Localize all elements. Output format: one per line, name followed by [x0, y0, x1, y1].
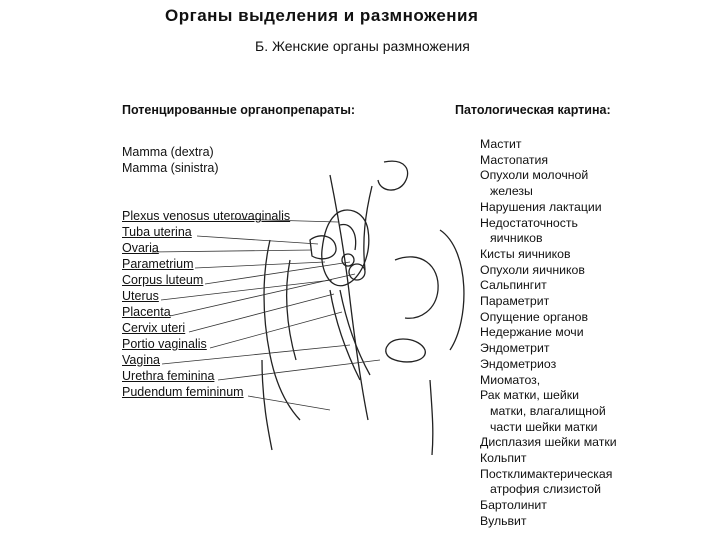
pathology-item: Бартолинит — [480, 498, 547, 513]
leader-line — [204, 261, 351, 285]
leader-line — [188, 293, 335, 333]
page-subtitle: Б. Женские органы размножения — [255, 38, 470, 54]
pathology-item: яичников — [490, 231, 543, 246]
leader-line — [194, 261, 326, 269]
organ-label: Urethra feminina — [122, 369, 215, 383]
pathology-item: матки, влагалищной — [490, 403, 606, 418]
leader-line — [231, 218, 339, 223]
leader-line — [169, 273, 356, 317]
leader-line — [151, 249, 313, 253]
page-title: Органы выделения и размножения — [165, 6, 479, 25]
organ-label: Portio vaginalis — [122, 337, 207, 351]
anatomy-outline — [261, 160, 465, 456]
pathology-item: Недержание мочи — [480, 325, 584, 340]
organ-label: Vagina — [122, 353, 160, 367]
pathology-item: Мастопатия — [480, 152, 549, 167]
leader-line — [247, 395, 331, 411]
organ-label: Ovaria — [122, 241, 159, 255]
pathology-item: Сальпингит — [480, 278, 547, 293]
leader-line — [161, 344, 351, 365]
pathology-item: Вульвит — [480, 513, 527, 528]
organ-label: Plexus venosus uterovaginalis — [122, 209, 291, 223]
pathology-item: Нарушения лактации — [480, 199, 602, 214]
pathology-item: Параметрит — [480, 294, 550, 308]
organ-label: Tuba uterina — [122, 225, 192, 239]
organ-label: Parametrium — [122, 257, 194, 271]
organ-label: Cervix uteri — [122, 321, 186, 335]
leader-line — [217, 359, 381, 381]
organ-label: Placenta — [122, 305, 171, 319]
pathology-item: Опухоли яичников — [480, 262, 585, 277]
pathology-item: Эндометрит — [480, 341, 550, 356]
leader-line — [160, 279, 333, 301]
pathology-item: Эндометриоз — [480, 356, 557, 371]
pathology-item: Недостаточность — [480, 215, 578, 230]
right-column-heading: Патологическая картина: — [455, 103, 611, 117]
leader-lines — [151, 218, 381, 411]
pathology-item: Кисты яичников — [480, 246, 571, 261]
pathology-item: Постклимактерическая — [480, 466, 613, 481]
mamma-dextra-label: Mamma (dextra) — [122, 145, 214, 159]
organ-label: Pudendum femininum — [122, 385, 244, 399]
organ-label: Corpus luteum — [122, 273, 204, 287]
pathology-item: Опущение органов — [480, 309, 588, 324]
pathology-item: Мастит — [480, 137, 522, 151]
pathology-item: Опухоли молочной — [480, 168, 589, 183]
leader-line — [209, 311, 343, 349]
pathology-item: Дисплазия шейки матки — [480, 435, 617, 450]
organ-label: Uterus — [122, 289, 159, 303]
leader-line — [196, 235, 319, 245]
pathology-item: Кольпит — [480, 451, 527, 465]
mamma-sinistra-label: Mamma (sinistra) — [122, 161, 219, 175]
left-column-heading: Потенцированные органопрепараты: — [122, 103, 356, 117]
pathology-item: Рак матки, шейки — [480, 388, 579, 403]
pathology-item: Миоматоз, — [480, 372, 541, 387]
pathology-item: части шейки матки — [490, 419, 598, 434]
pathology-item: атрофия слизистой — [490, 482, 601, 497]
pathology-item: железы — [490, 184, 533, 199]
